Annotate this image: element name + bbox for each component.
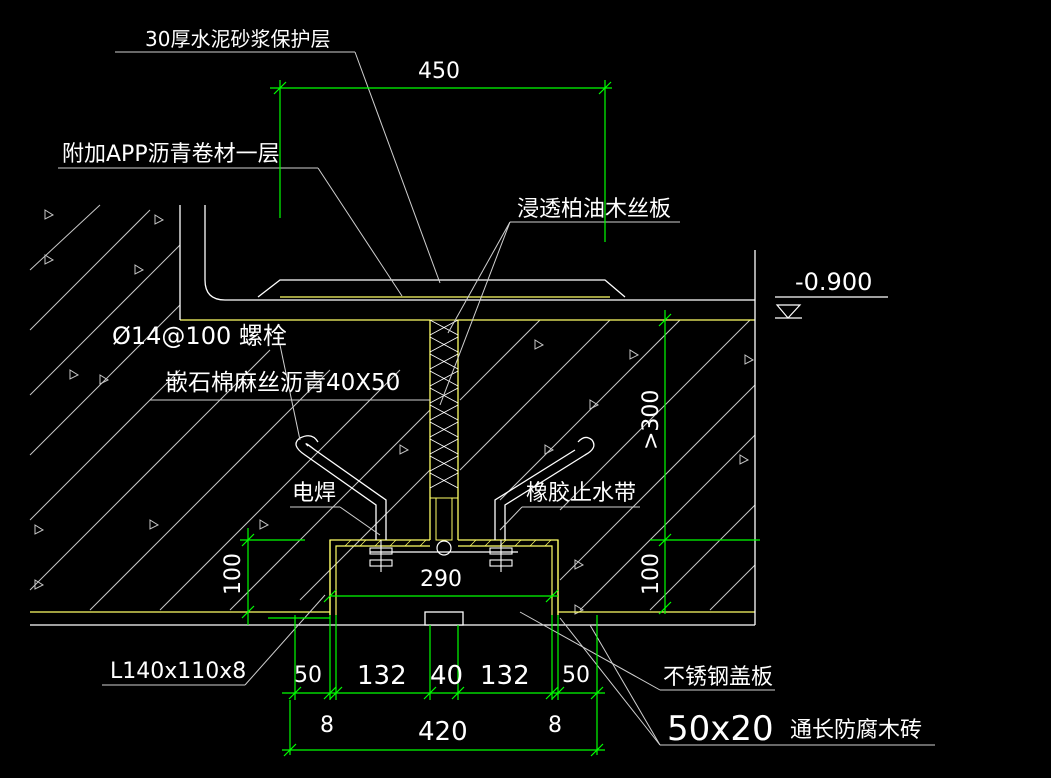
leader-lines	[58, 51, 935, 746]
dim-seg-8-left: 8	[320, 713, 334, 738]
dim-seg-132-right: 132	[480, 661, 530, 691]
dim-seg-40: 40	[430, 661, 463, 691]
mortar-layer-label: 30厚水泥砂浆保护层	[145, 27, 330, 51]
angle-steel-frame	[329, 539, 559, 615]
elevation-label: -0.900	[795, 268, 872, 296]
dim-seg-50-right: 50	[562, 663, 590, 688]
outline-lines	[30, 205, 756, 626]
concrete-hatch-region	[29, 204, 756, 611]
aggregate-symbols	[34, 209, 755, 615]
dim-seg-8-right: 8	[548, 713, 562, 738]
dim-seg-132-left: 132	[357, 661, 407, 691]
asphalt-board-filler	[429, 319, 459, 541]
dim-total-width: 420	[418, 717, 468, 747]
dim-left-height: 100	[221, 553, 246, 595]
elevation-marker	[775, 296, 888, 319]
dim-seg-50-left: 50	[294, 663, 322, 688]
dimension-lines	[240, 80, 760, 757]
asphalt-board-label: 浸透柏油木丝板	[517, 197, 671, 222]
cover-plate-label: 不锈钢盖板	[663, 665, 773, 690]
asbestos-filler-label: 嵌石棉麻丝沥青40X50	[165, 370, 400, 396]
weld-label: 电焊	[292, 481, 336, 506]
dim-right-height: 100	[639, 553, 664, 595]
bolt-label: Ø14@100 螺栓	[112, 322, 287, 350]
dim-top-width: 450	[418, 59, 460, 84]
app-membrane-label: 附加APP沥青卷材一层	[62, 142, 280, 167]
wood-brick-size-label: 50x20	[667, 709, 774, 749]
dim-inner-width: 290	[420, 567, 462, 592]
waterstop-label: 橡胶止水带	[526, 481, 636, 506]
wood-brick-label: 通长防腐木砖	[790, 718, 922, 743]
angle-steel-label: L140x110x8	[110, 659, 246, 684]
dim-depth: >300	[639, 390, 664, 450]
